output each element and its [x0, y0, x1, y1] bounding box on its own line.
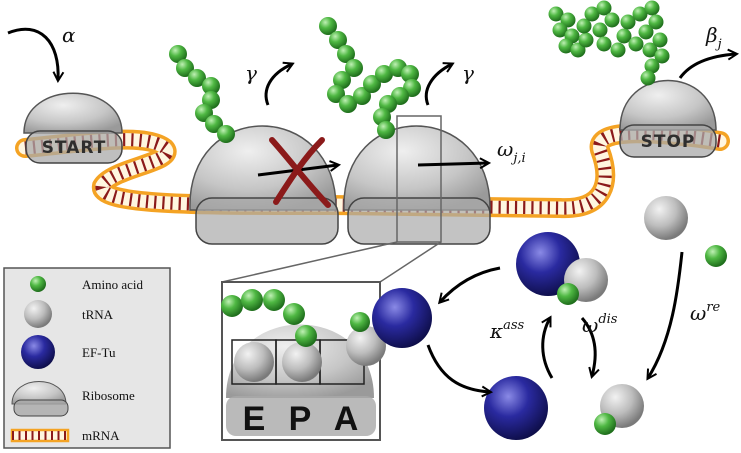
stop-label: STOP	[641, 132, 696, 152]
legend-label-ef-tu: EF-Tu	[82, 345, 116, 360]
site-p-label: P	[289, 400, 312, 438]
dissociation-arrow	[580, 317, 595, 376]
charged-amino-acid	[594, 413, 616, 435]
trna-e-site	[234, 342, 274, 382]
hop-arrow-omega: ωj,i	[417, 137, 526, 166]
trna-icon	[24, 300, 52, 328]
association-arrow	[543, 318, 554, 379]
blocked-cross-icon	[269, 137, 331, 208]
beta-arrow: βj	[678, 23, 736, 79]
kappa-label: κass	[489, 318, 525, 343]
alpha-arrow: α	[7, 23, 76, 80]
trna-p-site	[282, 342, 322, 382]
beta-label: βj	[705, 23, 722, 52]
amino-acid-icon	[30, 276, 46, 292]
site-e-label: E	[243, 400, 266, 438]
peptide-chain-2	[319, 17, 421, 139]
site-a-label: A	[334, 400, 359, 438]
release-arrow	[426, 344, 490, 392]
gamma-arrow-1: γ	[245, 61, 292, 106]
alpha-label: α	[62, 23, 76, 47]
ef-tu-icon	[21, 335, 55, 369]
legend-label-amino-acid: Amino acid	[82, 277, 144, 292]
ef-tu-incoming	[372, 288, 432, 348]
legend-label-ribosome: Ribosome	[82, 388, 135, 403]
gamma-label-1: γ	[245, 61, 257, 85]
ribosome-icon	[11, 381, 69, 417]
trna-a-site	[346, 326, 386, 366]
legend-label-trna: tRNA	[82, 307, 114, 322]
free-amino-acid	[705, 245, 727, 267]
peptide-chain-inset	[221, 289, 317, 347]
gamma-label-2: γ	[462, 61, 474, 85]
recharge-arrow	[648, 251, 684, 378]
peptide-chain-3	[548, 0, 670, 86]
ribosome-active	[343, 115, 491, 245]
omega-dis-label: ωdis	[582, 312, 618, 337]
zoom-inset: E P A	[221, 281, 432, 441]
start-label: START	[42, 138, 107, 158]
ribosome-stop: STOP	[619, 79, 717, 158]
eftu-cycle: κass ωdis ωre	[426, 196, 727, 440]
gamma-arrow-2: γ	[424, 61, 474, 106]
zoom-region	[396, 115, 442, 243]
legend-label-mrna: mRNA	[82, 428, 120, 443]
omega-ji-label: ωj,i	[497, 137, 526, 166]
free-trna	[644, 196, 688, 240]
peptide-chain-1	[169, 45, 235, 143]
mrna-icon	[10, 428, 70, 443]
ribosome-blocked	[189, 125, 339, 245]
mrna-strand	[15, 123, 730, 219]
delivery-arrow	[440, 266, 501, 302]
omega-re-label: ωre	[690, 300, 721, 325]
free-ef-tu	[484, 376, 548, 440]
amino-acid-complex	[557, 283, 579, 305]
legend: Amino acid tRNA EF-Tu Ribosome mRNA	[3, 267, 171, 449]
zoom-connectors	[221, 241, 442, 283]
ribosome-start: START	[23, 92, 123, 164]
